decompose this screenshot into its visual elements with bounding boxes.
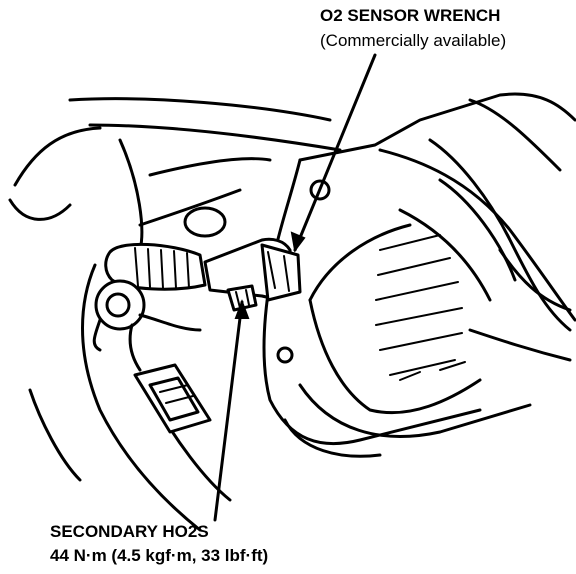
sensor-callout-title: SECONDARY HO2S <box>50 522 209 541</box>
heat-shield-housing <box>262 92 576 458</box>
sensor-leader-line <box>213 299 250 522</box>
wrench-leader-line <box>290 53 377 253</box>
secondary-ho2s-sensor <box>92 279 258 352</box>
background-plug <box>183 206 227 238</box>
sensor-harness-connector <box>128 323 212 434</box>
wrench-callout-title: O2 SENSOR WRENCH <box>320 6 500 25</box>
wrench-callout-note: (Commercially available) <box>320 31 506 50</box>
o2-sensor-wrench <box>104 237 302 302</box>
engine-body-linework <box>8 97 342 532</box>
sensor-torque-spec: 44 N·m (4.5 kgf·m, 33 lbf·ft) <box>50 546 268 565</box>
